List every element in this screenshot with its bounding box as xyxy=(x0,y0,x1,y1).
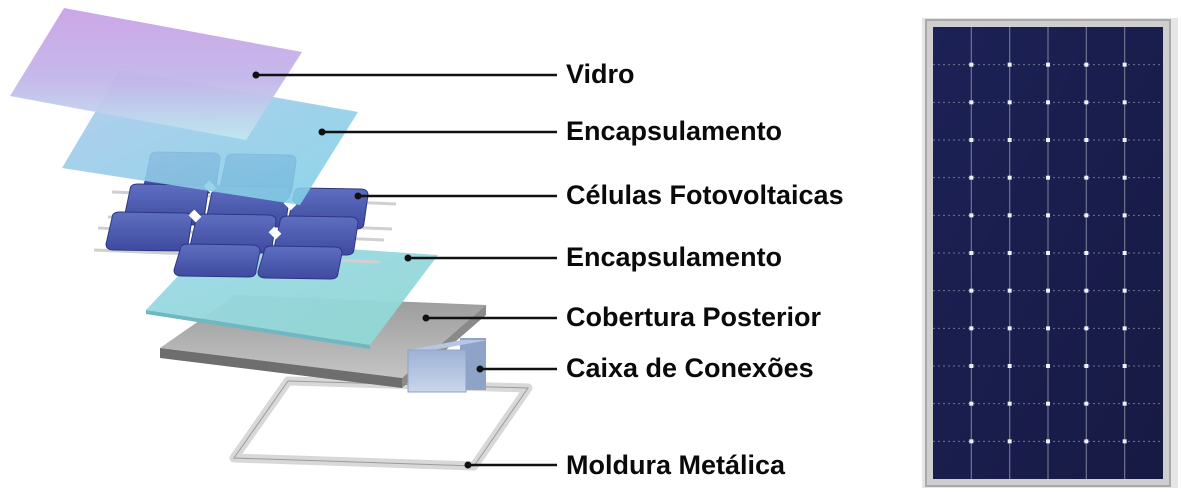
label-vidro: Vidro xyxy=(566,59,635,89)
panel-cell-corner xyxy=(1007,401,1012,406)
panel-cell-corner xyxy=(969,401,974,406)
panel-cell-corner xyxy=(1007,213,1012,218)
panel-cell-corner xyxy=(1007,62,1012,67)
panel-cell-corner xyxy=(1007,439,1012,444)
panel-cell-corner xyxy=(1046,401,1050,406)
panel-cell-corner xyxy=(1007,364,1012,368)
panel-cell-corner xyxy=(1007,326,1012,331)
panel-cell-corner xyxy=(1122,62,1127,67)
label-encapsulamento-top: Encapsulamento xyxy=(566,116,783,146)
panel-cell-corner xyxy=(969,213,974,218)
panel-cell-corner xyxy=(1122,288,1127,293)
leader-lines xyxy=(256,73,557,467)
panel-cell-corner xyxy=(1122,401,1127,406)
panel-cell-corner xyxy=(1046,364,1050,368)
panel-cell-corner xyxy=(1084,175,1089,180)
label-cobertura-posterior: Cobertura Posterior xyxy=(566,302,822,332)
panel-cell-corner xyxy=(1122,100,1127,105)
solar-panel-photo xyxy=(922,18,1178,488)
label-moldura-metalica: Moldura Metálica xyxy=(566,450,786,480)
panel-cell-corner xyxy=(1084,100,1089,105)
panel-cell-corner xyxy=(1046,288,1050,293)
panel-cell-grid xyxy=(933,27,1163,479)
panel-cell-corner xyxy=(1007,288,1012,293)
panel-cell-corner xyxy=(1084,251,1089,255)
panel-cell-corner xyxy=(1084,62,1089,67)
panel-cell-corner xyxy=(1122,213,1127,218)
panel-cell-corner xyxy=(1122,326,1127,331)
metal-frame-layer xyxy=(229,376,533,471)
glass-layer xyxy=(10,8,302,140)
panel-cell-corner xyxy=(1007,251,1012,255)
label-celulas-fotovoltaicas: Células Fotovoltaicas xyxy=(566,180,844,210)
panel-cell-corner xyxy=(1007,138,1012,142)
panel-cell-corner xyxy=(1046,213,1050,218)
panel-cell-corner xyxy=(969,175,974,180)
panel-cell-corner xyxy=(1084,326,1089,331)
panel-cell-corner xyxy=(1046,62,1050,67)
panel-cell-corner xyxy=(1046,439,1050,444)
panel-cell-corner xyxy=(969,364,974,368)
label-encapsulamento-bottom: Encapsulamento xyxy=(566,242,783,272)
panel-cell-corner xyxy=(1122,251,1127,255)
panel-cell-corner xyxy=(1007,100,1012,105)
panel-cell-corner xyxy=(1122,364,1127,368)
panel-cell-corner xyxy=(1084,138,1089,142)
panel-cell-corner xyxy=(969,288,974,293)
panel-cell-corner xyxy=(1084,213,1089,218)
panel-cell-corner xyxy=(969,251,974,255)
panel-cell-corner xyxy=(1084,364,1089,368)
panel-cell-corner xyxy=(969,326,974,331)
panel-cell-corner xyxy=(969,100,974,105)
panel-cell-corner xyxy=(1046,100,1050,105)
panel-cell-corner xyxy=(1122,439,1127,444)
panel-cell-corner xyxy=(1122,175,1127,180)
panel-cell-corner xyxy=(1084,401,1089,406)
panel-cell-corner xyxy=(1046,138,1050,142)
panel-cell-corner xyxy=(1046,326,1050,331)
panel-cell-corner xyxy=(1046,175,1050,180)
panel-cell-corner xyxy=(1084,439,1089,444)
panel-cell-corner xyxy=(1046,251,1050,255)
leader-dots xyxy=(252,71,484,469)
panel-cell-corner xyxy=(969,138,974,142)
panel-cell-corner xyxy=(969,62,974,67)
panel-cell-corner xyxy=(1007,175,1012,180)
panel-cell-corner xyxy=(1084,288,1089,293)
label-caixa-de-conexoes: Caixa de Conexões xyxy=(566,353,814,383)
junction-box xyxy=(407,338,488,393)
panel-cell-corner xyxy=(969,439,974,444)
panel-cell-corner xyxy=(1122,138,1127,142)
